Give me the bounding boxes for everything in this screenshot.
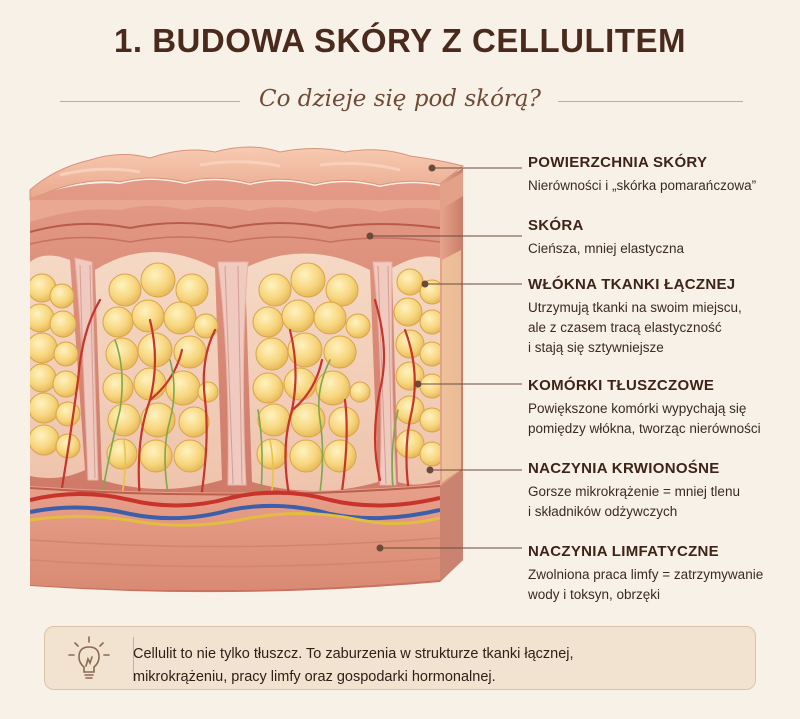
page-subtitle: Co dzieje się pod skórą?: [259, 86, 541, 112]
page-title: 1. BUDOWA SKÓRY Z CELLULITEM: [114, 22, 686, 59]
label-line: pomiędzy włókna, tworząc nierówności: [528, 421, 761, 436]
blood-vessel-vein: [30, 503, 440, 521]
epidermis-layer: [30, 200, 440, 222]
note-line: Cellulit to nie tylko tłuszcz. To zaburz…: [133, 646, 574, 662]
label-title: NACZYNIA KRWIONOŚNE: [528, 460, 720, 477]
label-line: Nierówności i „skórka pomarańczowa”: [528, 178, 757, 193]
subtitle-right-rule: [558, 101, 743, 102]
lightbulb-icon: [63, 635, 115, 688]
label-title: POWIERZCHNIA SKÓRY: [528, 154, 708, 171]
label-description: Cieńsza, mniej elastyczna: [528, 239, 798, 259]
note-separator: [133, 637, 134, 681]
leader-lines: [366, 164, 522, 552]
label-line: ale z czasem tracą elastyczność: [528, 320, 722, 335]
blood-vessel-artery: [30, 490, 440, 508]
label-blood-vessels: NACZYNIA KRWIONOŚNE Gorsze mikrokrążenie…: [528, 460, 798, 522]
label-line: i stają się sztywniejsze: [528, 340, 664, 355]
subcutaneous-base: [30, 484, 440, 590]
label-title: NACZYNIA LIMFATYCZNE: [528, 543, 719, 560]
label-line: Zwolniona praca limfy = zatrzymywanie: [528, 567, 764, 582]
label-description: Powiększone komórki wypychają się pomięd…: [528, 399, 798, 439]
label-line: wody i toksyn, obrzęki: [528, 587, 661, 602]
info-note-box: Cellulit to nie tylko tłuszcz. To zaburz…: [44, 626, 756, 690]
label-description: Utrzymują tkanki na swoim miejscu, ale z…: [528, 298, 798, 358]
note-text: Cellulit to nie tylko tłuszcz. To zaburz…: [133, 643, 733, 689]
label-title: KOMÓRKI TŁUSZCZOWE: [528, 377, 715, 394]
lymph-vessel: [30, 511, 440, 527]
label-description: Gorsze mikrokrążenie = mniej tlenu i skł…: [528, 482, 798, 522]
label-line: Cieńsza, mniej elastyczna: [528, 241, 685, 256]
label-description: Zwolniona praca limfy = zatrzymywanie wo…: [528, 565, 798, 605]
skin-surface-top: [29, 146, 465, 201]
subtitle-left-rule: [60, 101, 240, 102]
blood-vessels-branches: [58, 298, 416, 507]
label-title: WŁÓKNA TKANKI ŁĄCZNEJ: [528, 276, 736, 293]
label-description: Nierówności i „skórka pomarańczowa”: [528, 176, 798, 196]
label-lymph-vessels: NACZYNIA LIMFATYCZNE Zwolniona praca lim…: [528, 543, 798, 605]
label-line: Utrzymują tkanki na swoim miejscu,: [528, 300, 742, 315]
label-title: SKÓRA: [528, 217, 584, 234]
label-line: Powiększone komórki wypychają się: [528, 401, 747, 416]
note-line: mikrokrążeniu, pracy limfy oraz gospodar…: [133, 669, 496, 685]
label-skin: SKÓRA Cieńsza, mniej elastyczna: [528, 217, 798, 259]
label-connective-fibers: WŁÓKNA TKANKI ŁĄCZNEJ Utrzymują tkanki n…: [528, 276, 798, 358]
label-line: Gorsze mikrokrążenie = mniej tlenu: [528, 484, 740, 499]
label-skin-surface: POWIERZCHNIA SKÓRY Nierówności i „skórka…: [528, 154, 798, 196]
label-line: i składników odżywczych: [528, 504, 678, 519]
label-fat-cells: KOMÓRKI TŁUSZCZOWE Powiększone komórki w…: [528, 377, 798, 439]
subtitle-row: Co dzieje się pod skórą?: [0, 86, 800, 116]
